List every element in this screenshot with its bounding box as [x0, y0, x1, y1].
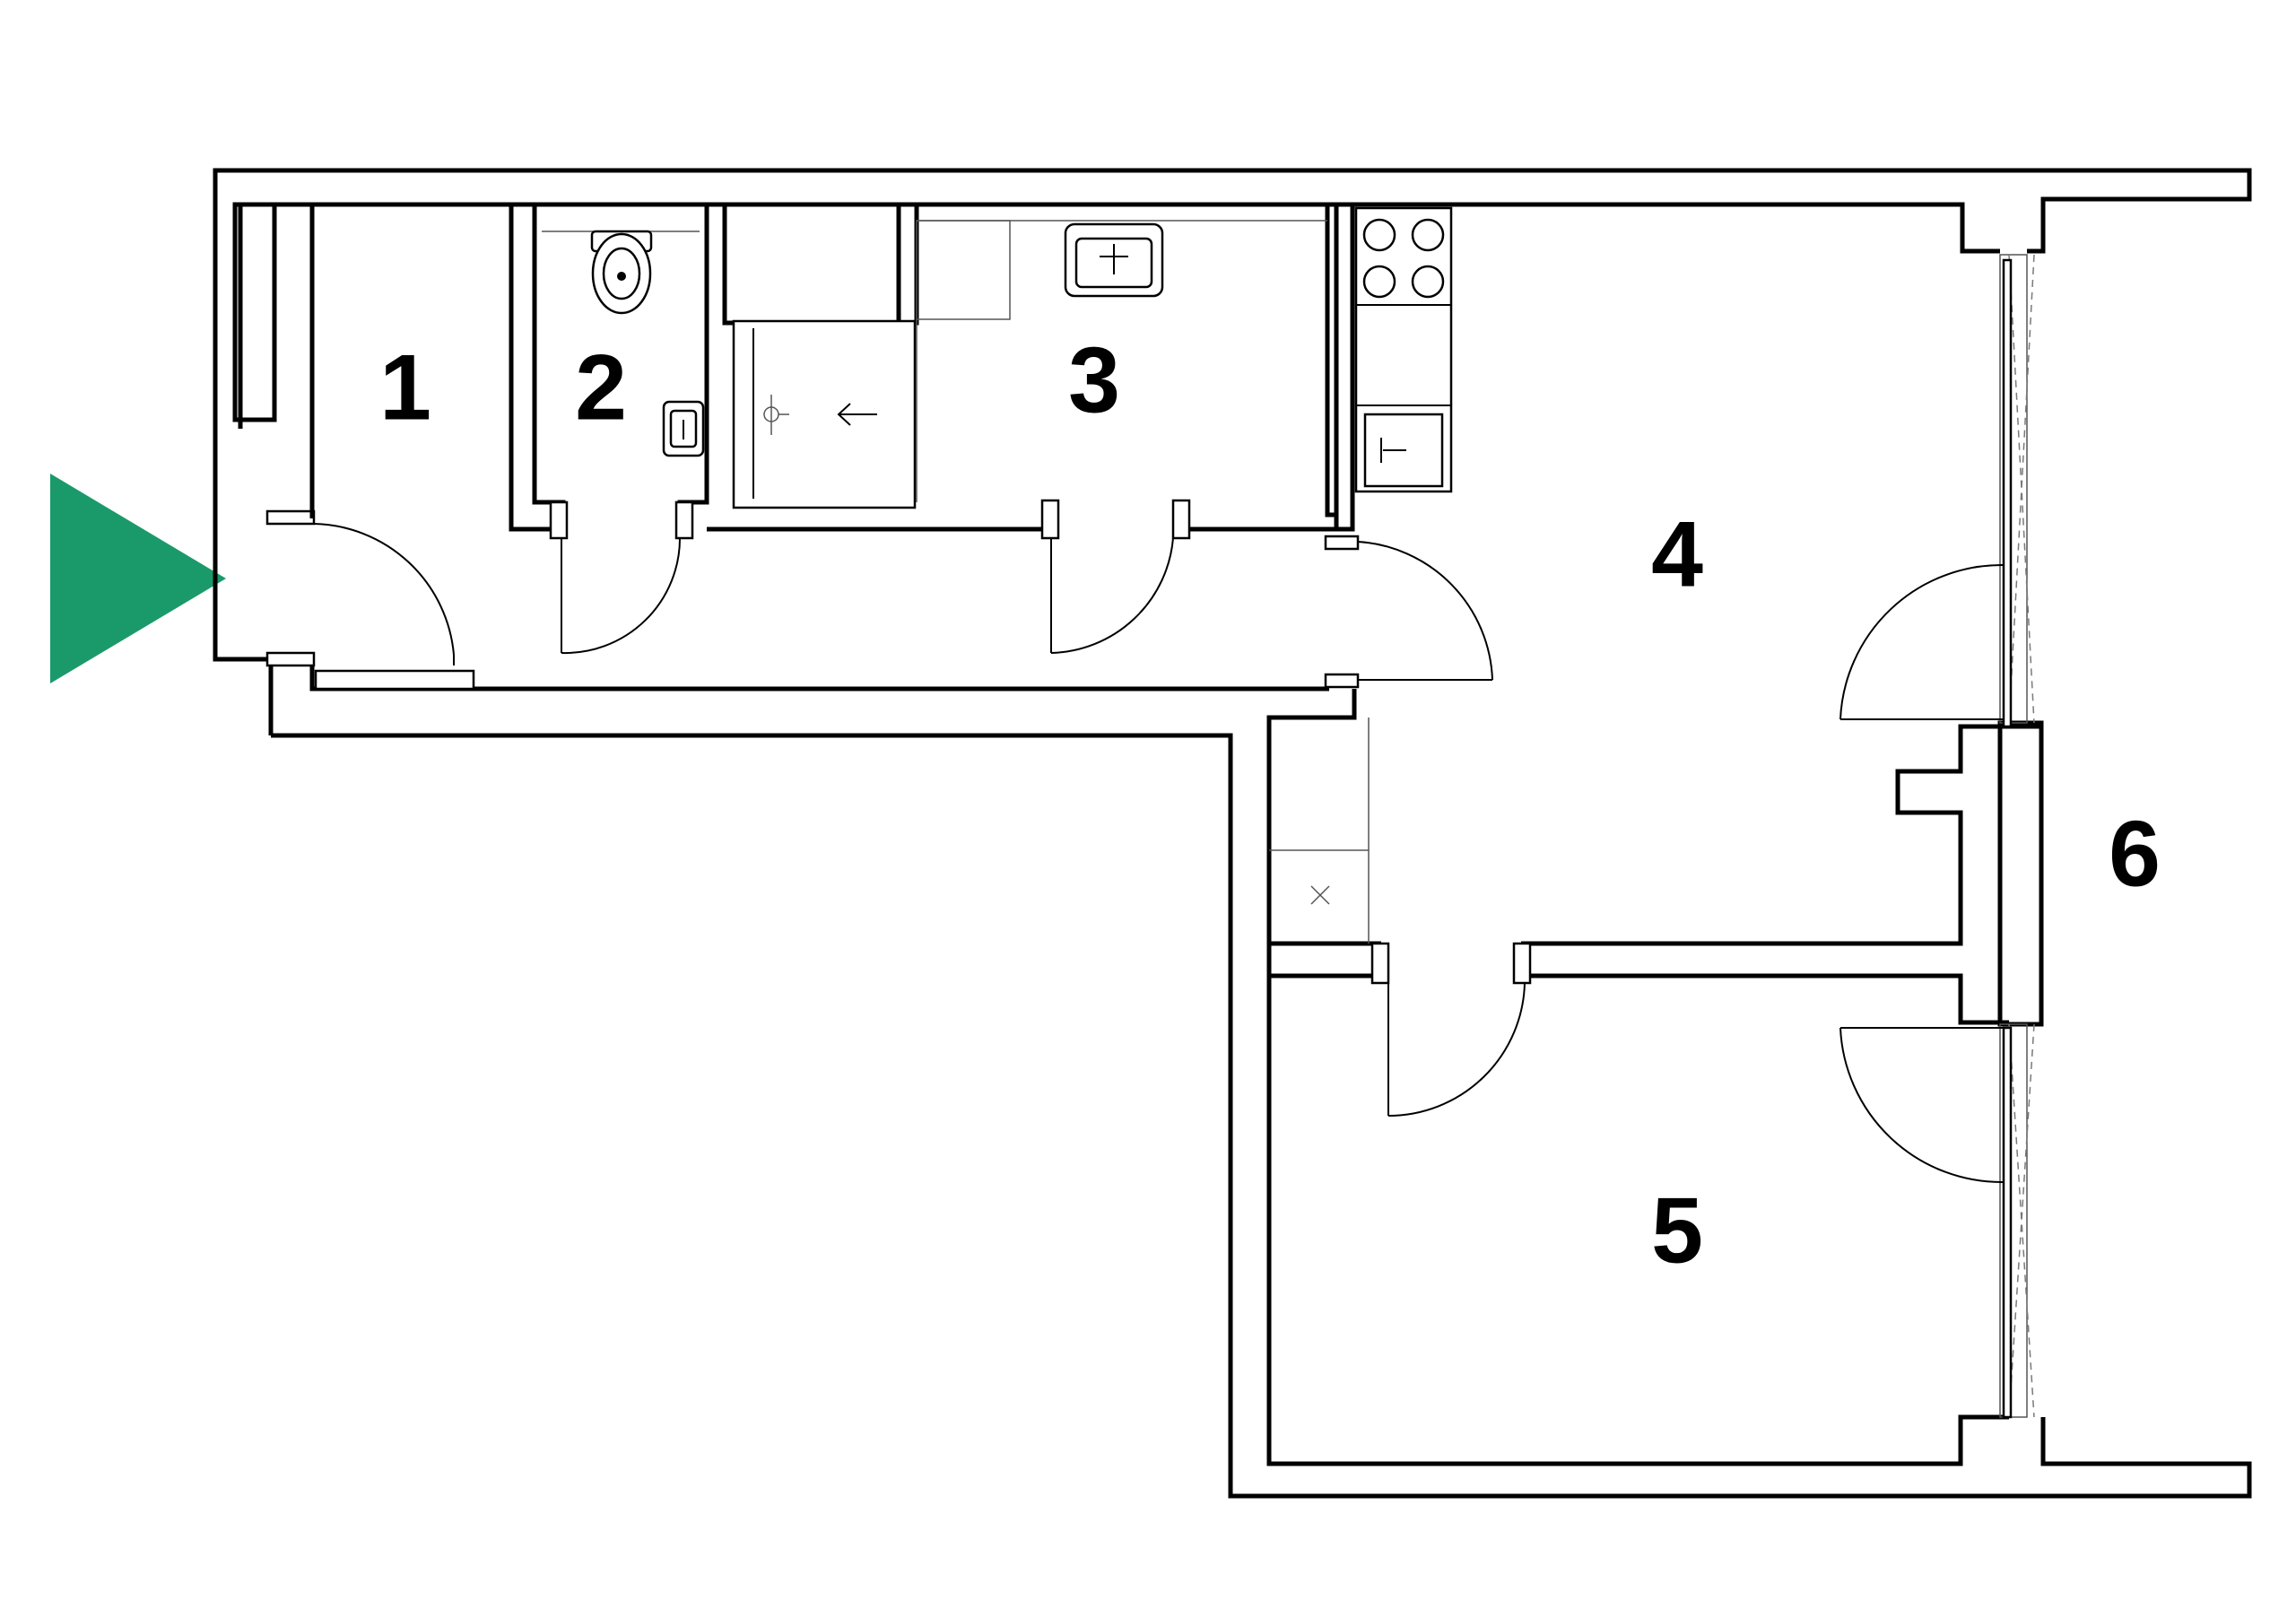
stove-icon: [1362, 218, 1445, 299]
room-5-walls: [1266, 720, 2044, 1466]
room-label-5: 5: [1651, 1179, 1703, 1283]
outer-walls: [213, 168, 2252, 1499]
room-2-walls: [532, 204, 709, 540]
door-swing-icon: [313, 523, 2005, 1184]
toilet-icon: [590, 230, 653, 315]
room-label-3: 3: [1068, 328, 1120, 432]
room-label-6: 6: [2109, 802, 2161, 906]
sink-icon: [662, 400, 705, 457]
sink-icon: [1064, 222, 1164, 298]
room-label-2: 2: [575, 335, 627, 439]
windows: [1999, 254, 2035, 1419]
room-3-walls: [707, 202, 1339, 540]
room-1-walls: [309, 202, 1329, 692]
storage-closet: [1269, 718, 1370, 944]
room-label-1: 1: [379, 335, 431, 439]
room-4-walls: [1266, 204, 2043, 946]
sink-icon: [1363, 413, 1444, 488]
entrance-arrow-icon: [50, 474, 226, 683]
room-label-4: 4: [1651, 502, 1703, 606]
